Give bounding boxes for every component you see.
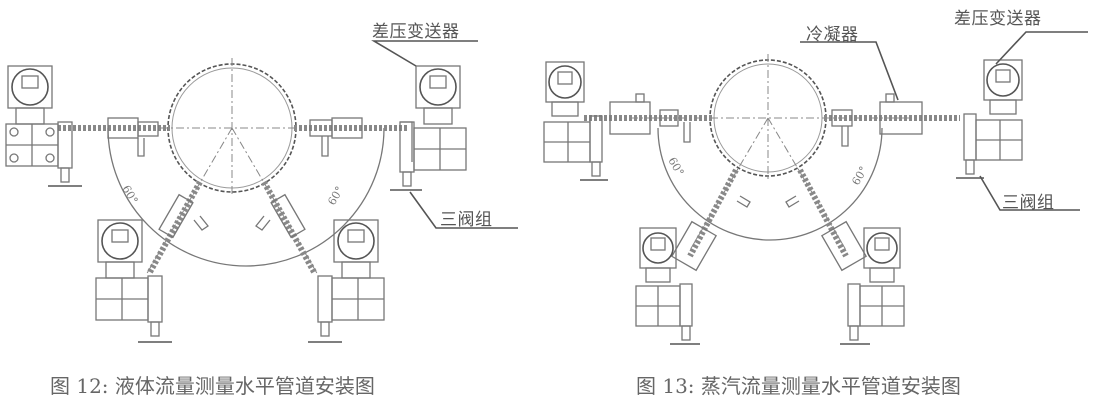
left-angled-line [687,168,739,258]
angle-label-right: 60° [325,184,346,207]
angle-label-left: 60° [119,183,140,206]
right-drain [321,136,329,157]
left-angled-line [147,180,203,274]
manifold-label: 三阀组 [440,210,493,230]
manifold-leader-line [979,175,1080,211]
manifold-label: 三阀组 [1002,193,1055,213]
angle-arc [657,127,883,241]
transmitter-bottom-left [95,219,172,343]
transmitter-top-right [956,59,1023,179]
transmitter-top-right [390,65,467,191]
right-condenser [879,101,923,135]
figure-13-drawing: 60° 60° [543,31,1088,345]
transmitter-bottom-right [308,219,385,343]
transmitter-top-left [543,61,608,181]
left-drain [137,138,145,157]
transmitter-leader-line [371,40,478,67]
right-angled-condenser [820,220,868,272]
left-angled-condenser [670,220,718,272]
figure-12-caption: 图 12: 液体流量测量水平管道安装图 [50,374,375,398]
transmitter-top-left [5,65,82,187]
transmitter-bottom-left [635,227,700,345]
right-angled-line [797,168,849,258]
angle-arc [107,127,385,267]
figure-13-steam-flow: 60° 60° [540,0,1106,412]
figure-13-caption: 图 13: 蒸汽流量测量水平管道安装图 [636,374,961,398]
transmitter-label: 差压变送器 [372,22,460,42]
right-angled-line [261,180,317,274]
condenser-label: 冷凝器 [806,25,859,45]
condenser-leader-line [800,41,899,101]
transmitter-label: 差压变送器 [954,9,1042,29]
figure-12-drawing: 60° 60° [5,40,518,343]
transmitter-leader-line [995,31,1088,65]
transmitter-bottom-right [840,227,905,345]
left-condenser [609,101,651,135]
figure-12-liquid-flow: 60° 60° [0,0,540,412]
manifold-leader-line [409,191,518,229]
